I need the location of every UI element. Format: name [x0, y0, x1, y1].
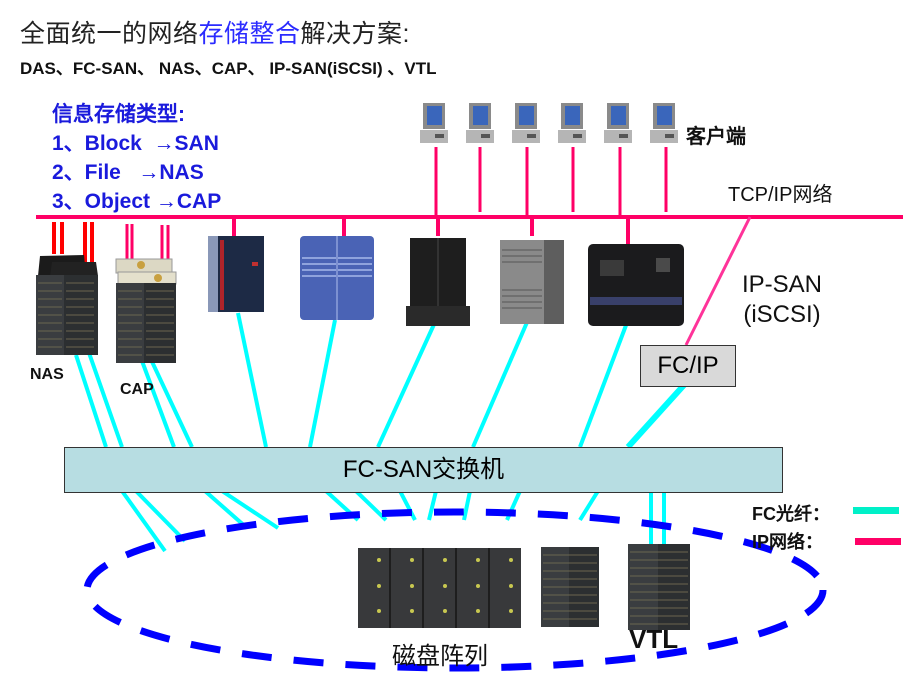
fc-san-switch-box: FC-SAN交换机: [64, 447, 783, 493]
fc-server-lines: [74, 312, 687, 450]
ipsan-label-line1: IP-SAN: [742, 271, 823, 298]
vtl-rack-icon: [628, 544, 690, 630]
title-prefix: 全面统一的网络: [20, 20, 199, 48]
legend-ip-swatch: [855, 538, 901, 545]
cap-label: CAP: [120, 381, 154, 398]
cap-server-icon: [115, 258, 177, 363]
title-highlight: 存储整合: [198, 20, 301, 48]
mainframe-server-icon: [208, 236, 264, 312]
storage-pool-ellipse: [83, 508, 827, 672]
server-ip-drops: [232, 217, 630, 244]
desktop-computer-icon: [558, 103, 586, 143]
disk-array-label: 磁盘阵列: [392, 643, 488, 670]
nas-server-icon: [36, 255, 98, 355]
ipsan-label-line2: (iSCSI): [743, 301, 821, 328]
page-subtitle: DAS、FC-SAN、 NAS、CAP、 IP-SAN(iSCSI) 、VTL: [20, 59, 437, 78]
storage-types-list: 信息存储类型: 1、Block →SAN 2、File →NAS 3、Objec…: [52, 100, 221, 216]
ipsan-label: IP-SAN (iSCSI): [742, 270, 822, 330]
blue-server-icon: [300, 236, 374, 320]
tcpip-network-label: TCP/IP网络: [728, 184, 833, 206]
desktop-computer-icon: [466, 103, 494, 143]
desktop-computer-icon: [650, 103, 678, 143]
nas-label: NAS: [30, 366, 64, 383]
desktop-computer-icon: [420, 103, 448, 143]
desktop-computer-icon: [604, 103, 632, 143]
clients-label: 客户端: [686, 126, 746, 148]
storage-type-item: 2、File →NAS: [52, 161, 204, 184]
storage-types-heading: 信息存储类型:: [52, 103, 185, 126]
ipsan-line: [684, 216, 752, 346]
legend-fc-swatch: [853, 507, 899, 514]
client-computers: [420, 103, 678, 143]
fc-storage-lines: [120, 489, 666, 553]
title-suffix: 解决方案:: [300, 20, 410, 48]
client-drop-lines: [434, 147, 668, 217]
fcip-gateway-box: FC/IP: [640, 345, 736, 387]
vtl-label: VTL: [629, 624, 679, 654]
legend-fc-label: FC光纤：: [752, 504, 830, 524]
nas-ip-drops: [52, 222, 94, 262]
gray-tower-server-icon: [500, 240, 564, 324]
legend-ip-label: IP网络：: [752, 532, 824, 552]
storage-type-item: 3、Object →CAP: [52, 190, 222, 213]
dark-tower-server-icon: [406, 238, 470, 326]
storage-type-item: 1、Block →SAN: [52, 132, 219, 155]
storage-rack-icon: [541, 547, 599, 627]
disk-array-icon: [358, 548, 521, 628]
desktop-computer-icon: [512, 103, 540, 143]
page-title: 全面统一的网络存储整合解决方案:: [20, 14, 410, 50]
black-server-icon: [588, 244, 684, 326]
